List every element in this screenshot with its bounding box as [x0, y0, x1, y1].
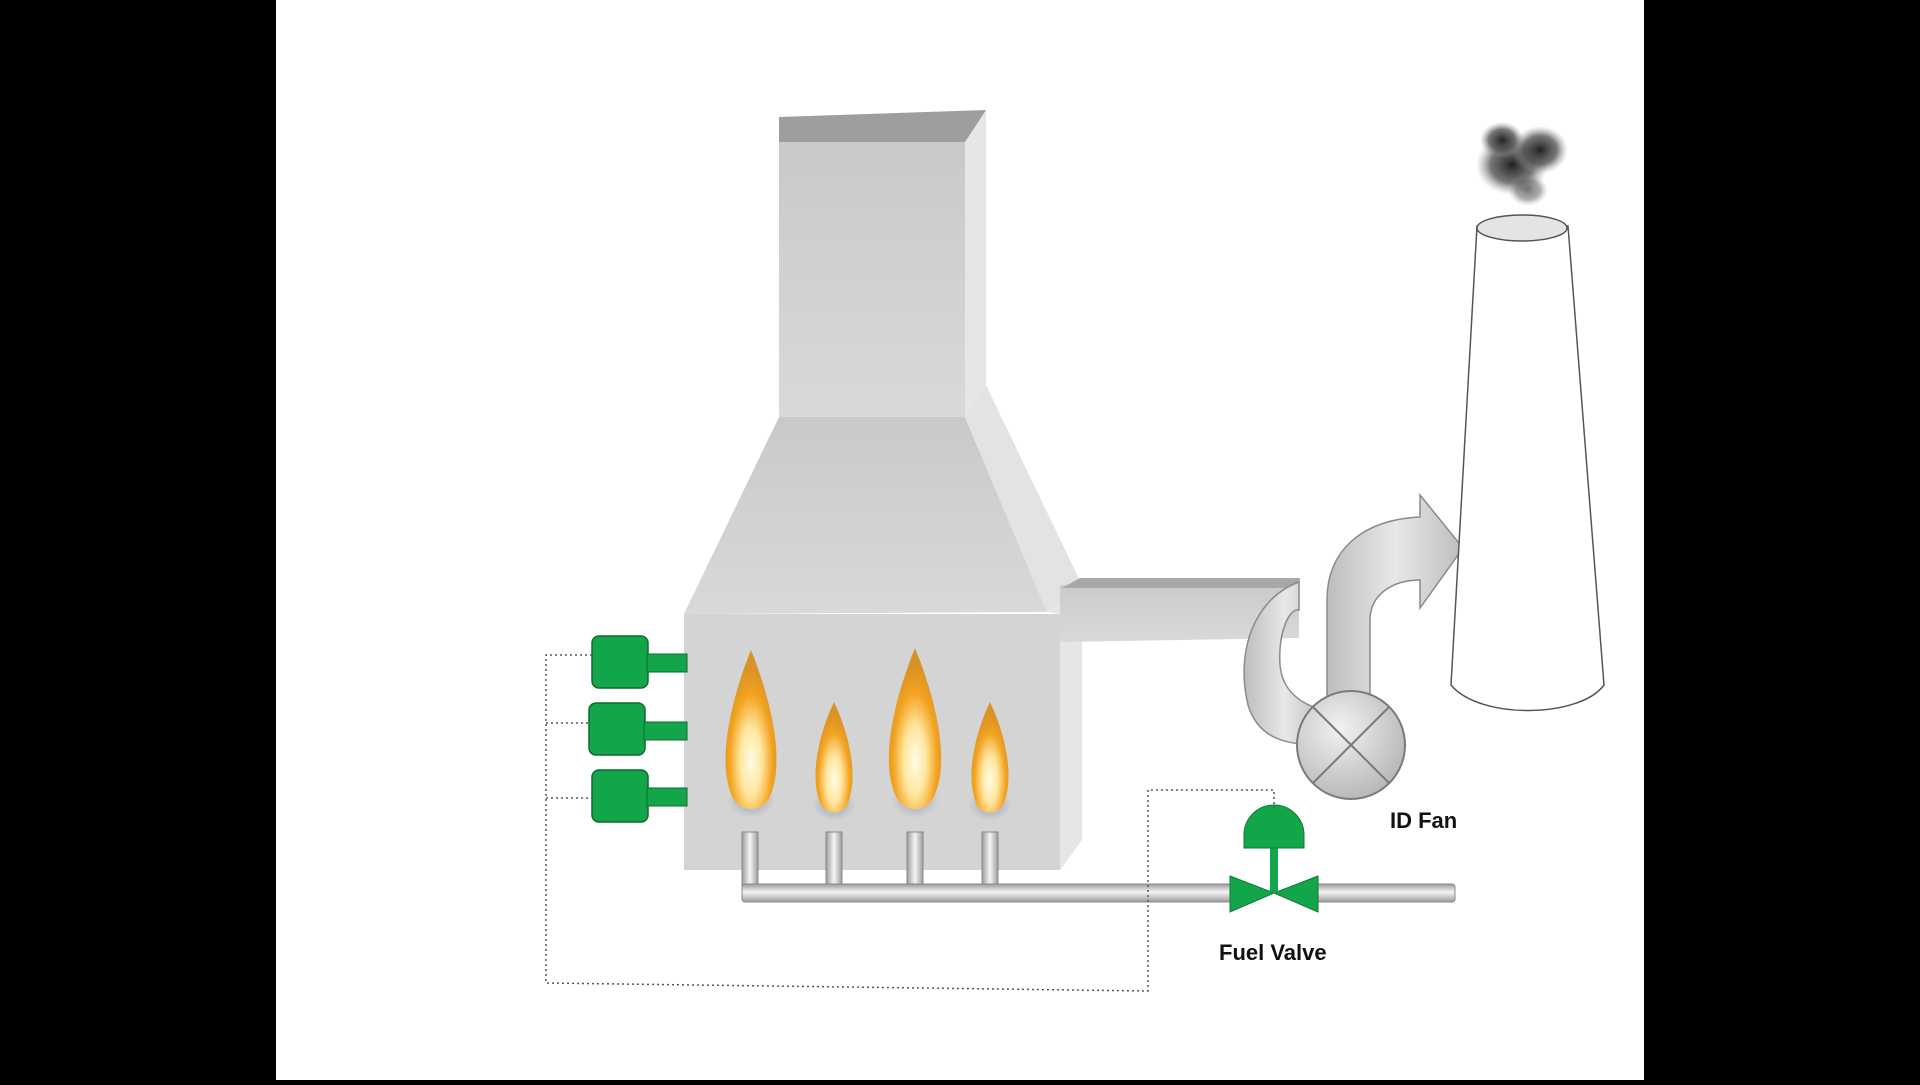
control-unit-2: [588, 702, 646, 756]
burner-flames: [725, 648, 1012, 821]
burner-nozzles: [741, 831, 999, 889]
smoke-icon: [1476, 122, 1568, 206]
fuel-valve[interactable]: [1229, 804, 1319, 913]
chimney: [1450, 122, 1605, 712]
flue-duct: [1060, 580, 1299, 642]
fuel-valve-label: Fuel Valve: [1219, 940, 1327, 965]
control-units: [588, 635, 688, 823]
flame-4: [971, 702, 1009, 813]
valve-actuator: [1243, 804, 1305, 849]
flame-1: [725, 650, 777, 809]
flame-2: [815, 702, 853, 813]
upper-stack-front: [779, 142, 965, 417]
id-fan-label: ID Fan: [1390, 808, 1458, 833]
control-unit-3: [591, 769, 649, 823]
stack-top: [779, 110, 986, 142]
control-unit-1: [591, 635, 649, 689]
firebox-side: [1047, 585, 1082, 870]
chimney-top: [1476, 214, 1568, 242]
id-fan[interactable]: [1243, 492, 1464, 800]
chimney-body: [1450, 225, 1605, 712]
hood-side: [965, 385, 1082, 612]
signal-lines: [545, 654, 1275, 992]
flue-duct-top: [1062, 578, 1300, 588]
control-valve-icon: [1229, 875, 1276, 913]
fuel-pipe: [741, 883, 1456, 903]
hood-front: [684, 417, 1047, 614]
furnace: [684, 110, 1300, 889]
upper-stack-side: [965, 110, 986, 417]
flame-3: [888, 648, 942, 809]
fan-discharge-duct: [1326, 492, 1464, 701]
